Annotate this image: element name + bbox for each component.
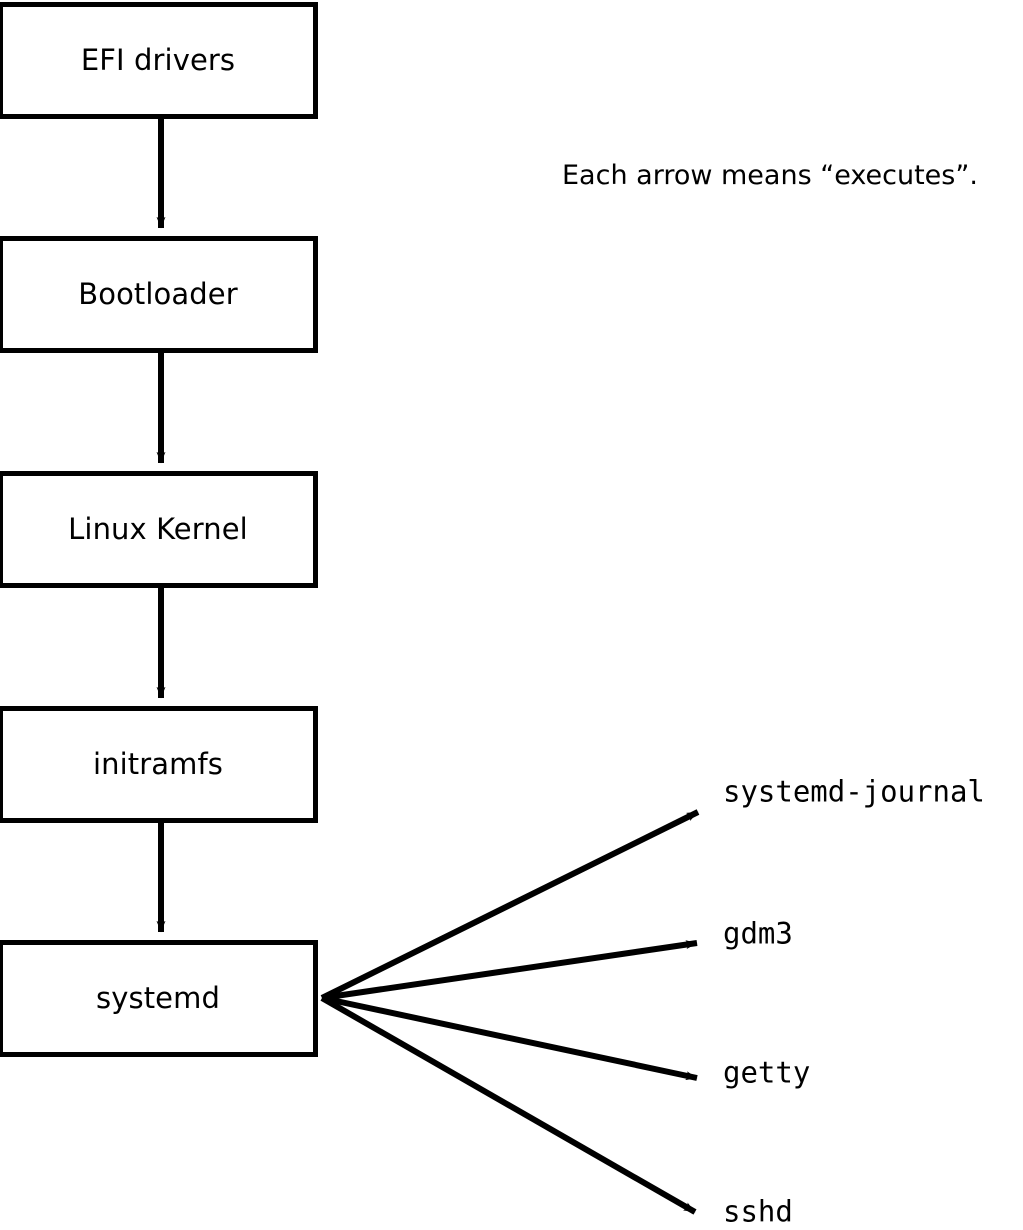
node-efi-drivers[interactable]: EFI drivers [0,2,318,119]
leaf-label-gdm3: gdm3 [723,916,793,951]
node-linux-kernel[interactable]: Linux Kernel [0,471,318,588]
legend-note: Each arrow means “executes”. [562,160,978,191]
leaf-label-systemd-journal: systemd-journal [723,774,985,809]
node-label-systemd: systemd [96,981,220,1015]
leaf-label-getty: getty [723,1055,811,1090]
node-systemd[interactable]: systemd [0,940,318,1057]
node-label-initramfs: initramfs [92,747,224,781]
node-label-linux-kernel: Linux Kernel [68,512,248,546]
arrow-systemd-to-gdm3 [321,940,698,1001]
node-bootloader[interactable]: Bootloader [0,236,318,353]
node-initramfs[interactable]: initramfs [0,706,318,823]
arrow-systemd-to-getty [321,995,698,1081]
arrow-systemd-to-systemd-journal [320,809,700,1001]
node-label-bootloader: Bootloader [78,277,238,311]
node-label-efi-drivers: EFI drivers [80,43,236,77]
leaf-label-sshd: sshd [723,1194,793,1229]
arrow-systemd-to-sshd [320,995,697,1215]
